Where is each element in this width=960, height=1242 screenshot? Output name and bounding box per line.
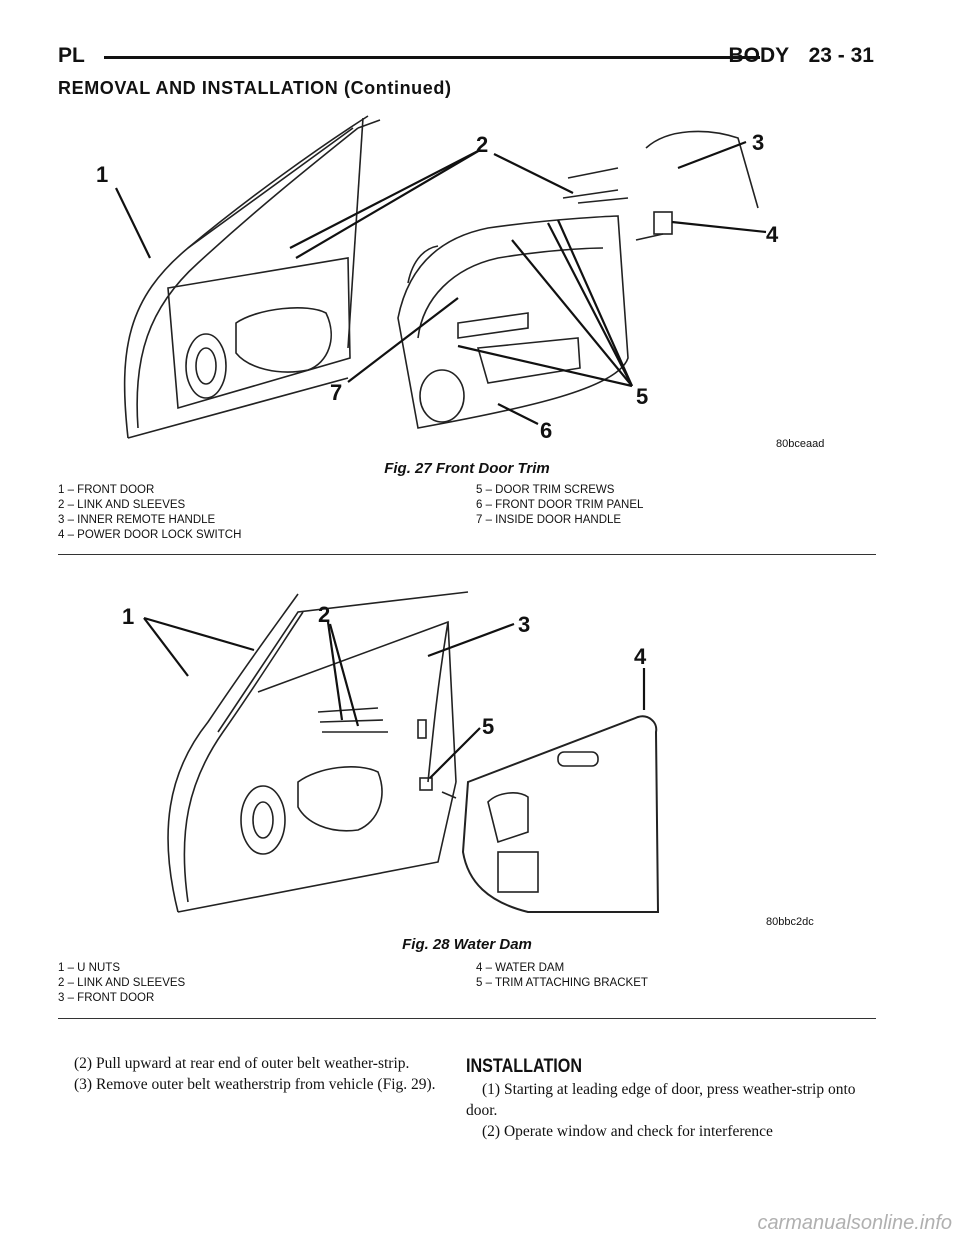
header-rule [104,56,760,59]
legend-item: 1 – U NUTS [58,962,120,974]
callout-4: 4 [634,644,647,669]
figure-27-rule [58,554,876,555]
left-column: (2) Pull upward at rear end of outer bel… [58,1053,458,1095]
removal-step-2: (2) Pull upward at rear end of outer bel… [74,1055,410,1072]
legend-item: 5 – DOOR TRIM SCREWS [476,484,615,496]
legend-item: 6 – FRONT DOOR TRIM PANEL [476,499,644,511]
legend-item: 3 – INNER REMOTE HANDLE [58,514,216,526]
callout-5: 5 [482,714,494,739]
callout-4: 4 [766,222,779,247]
header-section: BODY [728,44,789,67]
figure-28-title: Fig. 28 Water Dam [402,936,532,953]
water-dam-illustration: 1 2 3 4 5 [122,591,660,913]
header-page-number: 23 - 31 [808,44,874,67]
front-door-trim-illustration: 1 2 3 4 5 6 7 [96,115,779,443]
callout-6: 6 [540,418,552,443]
legend-item: 3 – FRONT DOOR [58,992,155,1004]
callout-1: 1 [122,604,134,629]
installation-heading: INSTALLATION [466,1056,583,1077]
figure-27-legend: 1 – FRONT DOOR 5 – DOOR TRIM SCREWS 2 – … [58,484,876,541]
callout-2: 2 [318,602,330,627]
figure-27-code: 80bceaad [776,438,825,450]
legend-item: 2 – LINK AND SLEEVES [58,977,186,989]
section-title: REMOVAL AND INSTALLATION (Continued) [58,78,452,98]
callout-3: 3 [752,130,764,155]
watermark: carmanualsonline.info [757,1212,952,1234]
legend-item: 2 – LINK AND SLEEVES [58,499,186,511]
callout-1: 1 [96,162,108,187]
legend-item: 5 – TRIM ATTACHING BRACKET [476,977,648,989]
legend-item: 4 – POWER DOOR LOCK SWITCH [58,529,242,541]
header-right: BODY 23 - 31 [714,44,874,68]
removal-step-3: (3) Remove outer belt weatherstrip from … [74,1076,436,1093]
callout-7: 7 [330,380,342,405]
callout-3: 3 [518,612,530,637]
header-model: PL [58,44,85,67]
legend-item: 4 – WATER DAM [476,962,565,974]
legend-item: 1 – FRONT DOOR [58,484,155,496]
callout-5: 5 [636,384,648,409]
right-column: INSTALLATION (1) Starting at leading edg… [466,1056,866,1142]
installation-step-1: (1) Starting at leading edge of door, pr… [466,1081,856,1119]
figure-28: 1 2 3 4 5 80bbc2dc Fig. 28 Water Dam 1 –… [58,582,876,1018]
legend-item: 7 – INSIDE DOOR HANDLE [476,514,622,526]
figure-28-code: 80bbc2dc [766,916,814,928]
figure-27: 1 2 3 4 5 6 7 80bceaad Fig. 27 Front Doo… [58,108,876,552]
callout-2: 2 [476,132,488,157]
figure-27-title: Fig. 27 Front Door Trim [384,460,550,477]
installation-step-2: (2) Operate window and check for interfe… [482,1123,773,1140]
figure-28-legend: 1 – U NUTS 4 – WATER DAM 2 – LINK AND SL… [58,962,876,1004]
figure-28-rule [58,1018,876,1019]
